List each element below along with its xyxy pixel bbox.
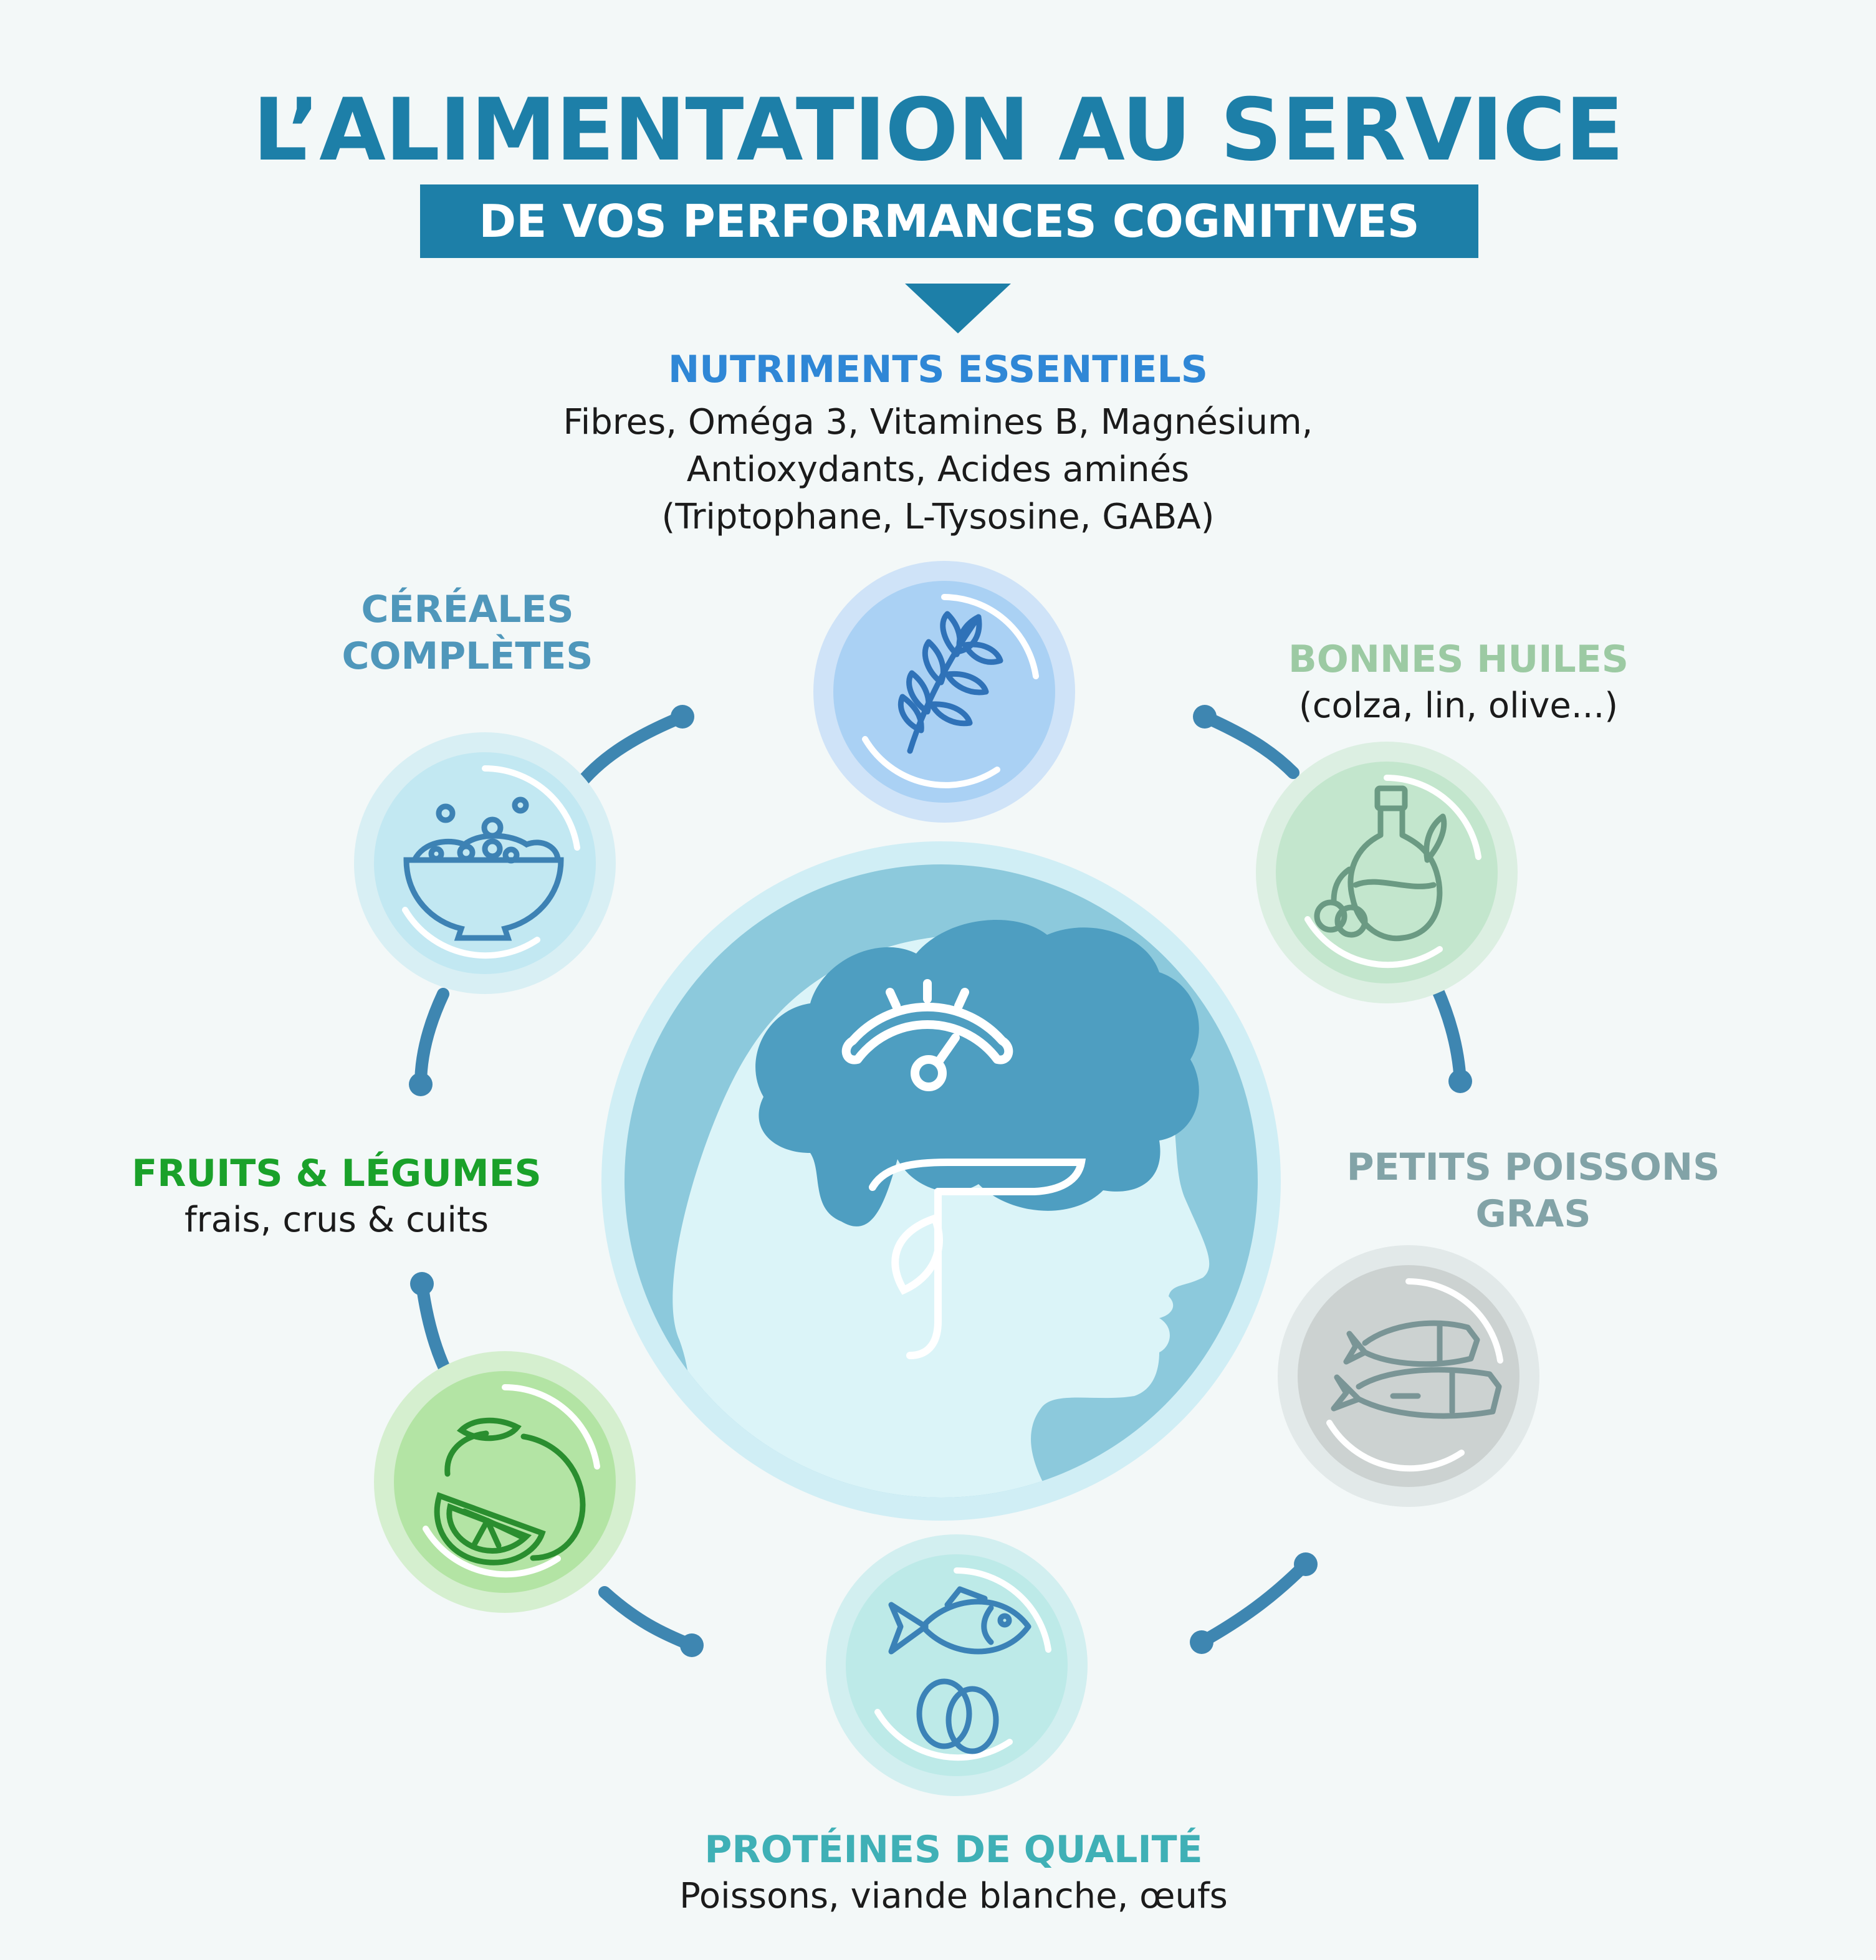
down-arrow-icon	[905, 284, 1011, 333]
poissons-gras-title-line-1: PETITS POISSONS	[1346, 1145, 1720, 1189]
huiles-title: BONNES HUILES	[1288, 638, 1629, 681]
cereales-title-line-2: COMPLÈTES	[342, 634, 593, 678]
huiles-subtitle: (colza, lin, olive...)	[1298, 686, 1619, 726]
poissons-gras-circle	[1278, 1245, 1539, 1507]
connector-poissons-bottom	[1195, 1558, 1312, 1648]
citrus-icon	[434, 1417, 586, 1566]
connector-cereales-bottom	[414, 988, 449, 1091]
wheat-icon	[897, 611, 1003, 754]
huiles-circle	[1256, 742, 1518, 1003]
page-title: L’ALIMENTATION AU SERVICE	[252, 80, 1624, 180]
proteines-circle	[826, 1534, 1088, 1796]
connector-huiles-bottom	[1430, 982, 1467, 1088]
nutriments-title: NUTRIMENTS ESSENTIELS	[668, 348, 1208, 391]
page-subtitle: DE VOS PERFORMANCES COGNITIVES	[479, 195, 1420, 247]
cereales-circle	[354, 732, 616, 994]
head-brain-gauge-icon	[601, 841, 1281, 1521]
cereales-title-line-1: CÉRÉALES	[361, 588, 574, 631]
nutriments-line-2: Antioxydants, Acides aminés	[686, 449, 1190, 490]
fruits-subtitle: frais, crus & cuits	[184, 1200, 489, 1240]
proteines-subtitle: Poissons, viande blanche, œufs	[679, 1876, 1228, 1916]
fruits-title: FRUITS & LÉGUMES	[132, 1152, 542, 1195]
connector-cereales-top	[570, 710, 689, 795]
proteines-title: PROTÉINES DE QUALITÉ	[704, 1828, 1203, 1872]
cereal-bowl-icon	[403, 796, 564, 941]
sardines-icon	[1331, 1320, 1502, 1419]
olive-oil-icon	[1314, 785, 1447, 942]
subtitle-banner	[420, 184, 1478, 258]
nutriments-line-3: (Triptophane, L-Tysosine, GABA)	[661, 497, 1215, 537]
connector-fruits-bottom	[598, 1586, 698, 1652]
nutriments-circle	[813, 561, 1075, 823]
fish-egg-icon	[888, 1586, 1031, 1754]
fruits-circle	[374, 1351, 636, 1613]
poissons-gras-title-line-2: GRAS	[1475, 1192, 1591, 1236]
connector-huiles-top	[1199, 710, 1299, 779]
connector-fruits-top	[416, 1278, 455, 1384]
connectors	[409, 705, 1472, 1657]
nutriments-line-1: Fibres, Oméga 3, Vitamines B, Magnésium,	[563, 402, 1313, 442]
